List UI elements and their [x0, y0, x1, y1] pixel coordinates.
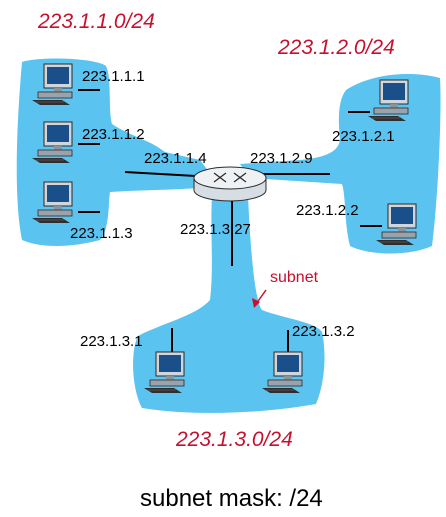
router-interface-right: 223.1.2.9	[250, 150, 313, 167]
host-label-223-1-1-3: 223.1.1.3	[70, 225, 133, 242]
host-label-223-1-1-1: 223.1.1.1	[82, 68, 145, 85]
host-label-223-1-2-2: 223.1.2.2	[296, 202, 359, 219]
router-interface-bottom: 223.1.3.27	[180, 221, 251, 238]
wire-left	[124, 171, 197, 177]
network-label-bottom: 223.1.3.0/24	[175, 428, 293, 451]
wires	[78, 89, 382, 352]
host-label-223-1-3-2: 223.1.3.2	[292, 323, 355, 340]
subnet-mask-caption: subnet mask: /24	[140, 485, 323, 512]
host-label-223-1-2-1: 223.1.2.1	[332, 128, 395, 145]
host-label-223-1-1-2: 223.1.1.2	[82, 126, 145, 143]
subnet-annotation: subnet	[270, 269, 319, 286]
network-label-right: 223.1.2.0/24	[277, 36, 395, 59]
router-interface-left: 223.1.1.4	[144, 150, 207, 167]
router-icon	[193, 166, 267, 202]
host-label-223-1-3-1: 223.1.3.1	[80, 333, 143, 350]
subnet-arrow	[252, 289, 267, 308]
network-label-left: 223.1.1.0/24	[37, 10, 155, 33]
